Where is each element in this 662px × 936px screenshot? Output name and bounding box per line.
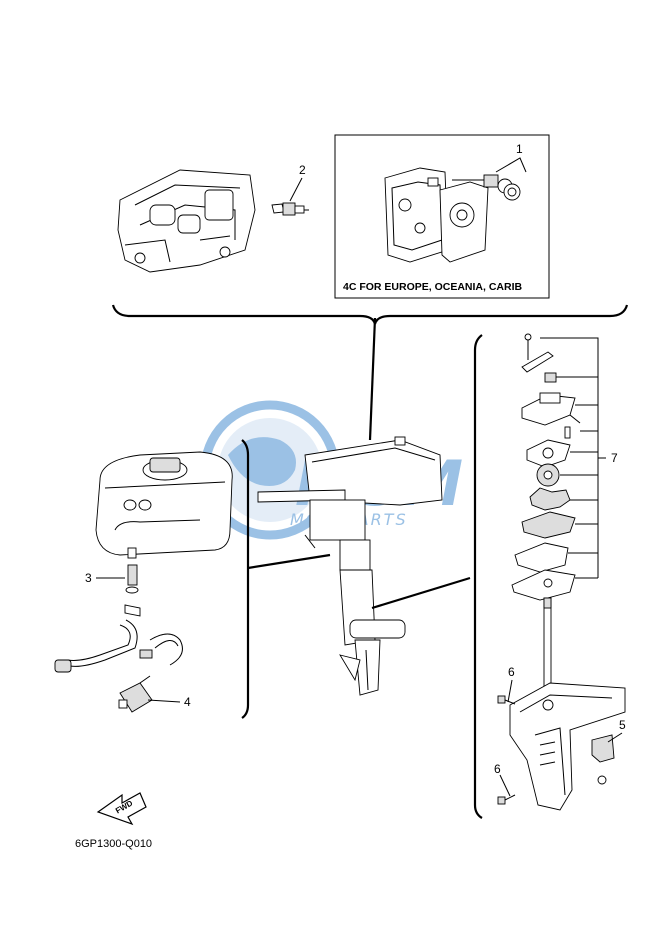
callout-6-lower: 6 xyxy=(494,762,501,776)
callout-1: 1 xyxy=(516,142,523,156)
bolt-upper xyxy=(497,695,516,705)
leader-4 xyxy=(147,699,181,703)
fuel-cock-part xyxy=(125,564,139,594)
water-pump-stack xyxy=(511,333,581,601)
primer-bulb-part xyxy=(118,675,153,713)
fuel-hose-assembly xyxy=(54,604,183,673)
region-note: 4C FOR EUROPE, OCEANIA, CARIB xyxy=(343,281,523,293)
outboard-motor xyxy=(257,436,443,696)
bolt-lower xyxy=(497,794,516,805)
callout-6-upper: 6 xyxy=(508,665,515,679)
leader-6b xyxy=(499,774,511,797)
callout-4: 4 xyxy=(184,695,191,709)
fuel-tank xyxy=(95,451,233,559)
callout-7: 7 xyxy=(611,451,618,465)
engine-block-illustration xyxy=(117,169,256,273)
forward-arrow-icon: FWD xyxy=(96,792,147,826)
spark-plug xyxy=(271,202,309,216)
diagram-code: 6GP1300-Q010 xyxy=(75,838,152,850)
leader-5 xyxy=(607,732,623,743)
section-brace-top xyxy=(111,304,629,325)
leader-1 xyxy=(495,157,527,173)
leader-6a xyxy=(507,679,513,703)
callout-3: 3 xyxy=(85,571,92,585)
callout-2: 2 xyxy=(299,163,306,177)
trim-tab-part xyxy=(591,734,615,785)
leader-2 xyxy=(289,177,303,202)
region-inset-box: 4C FOR EUROPE, OCEANIA, CARIB xyxy=(334,134,550,299)
callout-5: 5 xyxy=(619,718,626,732)
section-bracket-right xyxy=(473,334,483,819)
callout-7-bracket xyxy=(540,337,606,579)
carburetor-illustration xyxy=(384,167,490,263)
thermostat-part xyxy=(483,174,521,201)
lower-unit-case xyxy=(509,682,626,811)
section-bracket-left xyxy=(241,439,250,719)
